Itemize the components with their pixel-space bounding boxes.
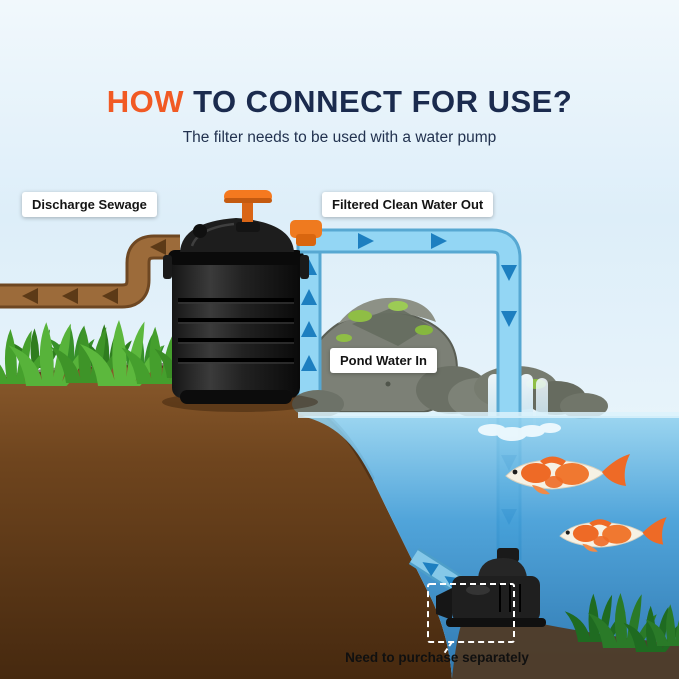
pond-water-in-label: Pond Water In [330,348,437,373]
discharge-pipe [0,234,180,309]
waterfall-foam [478,423,561,441]
title-accent: HOW [106,84,184,119]
water-pump [436,548,546,627]
shore-rock [292,390,344,418]
pond-filter [162,190,318,412]
title-rest: TO CONNECT FOR USE? [183,84,573,119]
lid-fitting [290,220,322,246]
waterline [298,412,679,418]
page-title: HOW TO CONNECT FOR USE? [0,84,679,120]
purchase-note: Need to purchase separately [345,650,529,665]
purchase-dashed-box [427,583,515,656]
primer-handle [224,190,272,232]
page-subtitle: The filter needs to be used with a water… [182,129,497,146]
filtered-clean-water-out-label: Filtered Clean Water Out [322,192,494,217]
discharge-flow-arrows [22,239,166,304]
discharge-sewage-label: Discharge Sewage [22,192,157,217]
